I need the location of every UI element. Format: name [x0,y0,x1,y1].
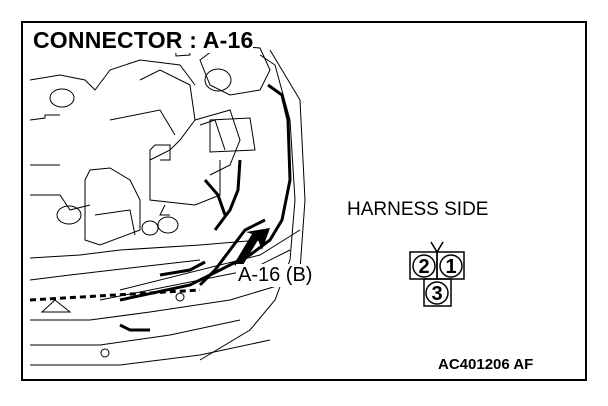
harness-side-label: HARNESS SIDE [347,199,489,220]
figure-code: AC401206 AF [438,356,534,373]
pin-1-label: 1 [445,256,456,278]
pin-3-label: 3 [431,283,442,305]
figure-frame [21,21,587,381]
connector-title: CONNECTOR : A-16 [33,27,254,53]
pin-2-label: 2 [418,256,429,278]
connector-callout: A-16 (B) [236,264,315,287]
arrow-icon [234,228,270,270]
connector-symbol [409,241,465,307]
